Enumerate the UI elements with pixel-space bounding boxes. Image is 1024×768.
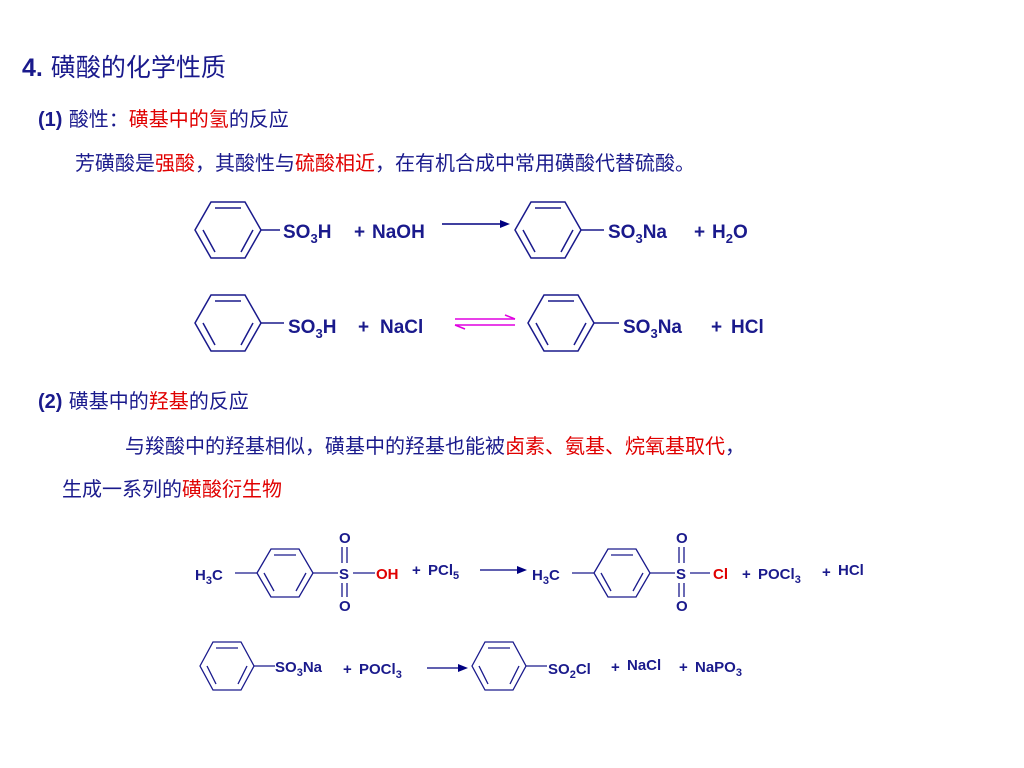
- sulfonyl-chloride: SO2Cl: [548, 661, 591, 681]
- p2-post: ，: [725, 434, 745, 458]
- sulfur: S: [676, 566, 686, 583]
- page-title: 4. 磺酸的化学性质: [22, 48, 226, 84]
- plus-sign: +: [343, 661, 352, 678]
- subsection-2-heading: (2) 磺基中的羟基的反应: [38, 385, 249, 414]
- section-number: 4.: [22, 54, 43, 82]
- plus-sign: +: [354, 222, 365, 243]
- p1-post: ，在有机合成中常用磺酸代替硫酸。: [375, 151, 695, 175]
- benzene-ring-icon: [527, 294, 619, 352]
- benzene-ring-icon: [199, 641, 275, 691]
- benzene-ring-icon: [194, 201, 280, 259]
- reaction-1: SO3H + NaOH SO3Na + H2O: [194, 201, 748, 259]
- hydroxyl-group: OH: [376, 566, 399, 583]
- reaction-4: SO3Na + POCl3 SO2Cl + NaCl + NaPO3: [199, 641, 742, 691]
- oxygen-top: O: [339, 530, 351, 547]
- reagent-naoh: NaOH: [372, 222, 425, 243]
- phosphorus-oxychloride: POCl3: [758, 566, 801, 586]
- phosphorus-pentachloride: PCl5: [428, 562, 459, 582]
- oxygen-bottom: O: [339, 598, 351, 615]
- benzene-ring-icon: [235, 548, 338, 598]
- plus-sign: +: [822, 564, 831, 581]
- subsection-2-red: 羟基: [148, 389, 189, 413]
- hydrogen-chloride: HCl: [838, 562, 864, 579]
- title-text: 磺酸的化学性质: [50, 53, 226, 82]
- plus-sign: +: [694, 222, 705, 243]
- sulfur: S: [339, 566, 349, 583]
- subsection-1-paragraph: 芳磺酸是强酸，其酸性与硫酸相近，在有机合成中常用磺酸代替硫酸。: [75, 147, 695, 176]
- double-bond-icon: [341, 547, 375, 597]
- reaction-arrow-icon: [427, 664, 468, 672]
- plus-sign: +: [742, 566, 751, 583]
- phosphorus-oxychloride: POCl3: [359, 661, 402, 681]
- subsection-1-heading: (1) 酸性：磺基中的氢的反应: [38, 103, 289, 132]
- subsection-2-paragraph-line-1: 与羧酸中的羟基相似，磺基中的羟基也能被卤素、氨基、烷氧基取代，: [125, 430, 745, 459]
- benzene-ring-icon: [572, 548, 675, 598]
- sodium-sulfonate: SO3Na: [608, 222, 667, 246]
- p1-pre: 芳磺酸是: [75, 151, 155, 175]
- chlorine: Cl: [713, 566, 728, 583]
- hydrogen-chloride: HCl: [731, 317, 764, 338]
- oxygen-bottom: O: [676, 598, 688, 615]
- water: H2O: [712, 222, 748, 246]
- subsection-1-post: 的反应: [228, 107, 289, 131]
- subsection-1-red: 磺基中的氢: [128, 107, 229, 131]
- reagent-nacl: NaCl: [380, 317, 423, 338]
- reaction-3: H3C O S O OH + PCl5 H3C O S O Cl + POCl3…: [195, 530, 864, 615]
- p1-red1: 强酸: [155, 151, 195, 175]
- reaction-arrow-icon: [442, 220, 510, 228]
- subsection-2-paragraph-line-2: 生成一系列的磺酸衍生物: [62, 473, 282, 502]
- methyl-group: H3C: [195, 567, 223, 587]
- sulfonic-acid-group: SO3H: [288, 317, 336, 341]
- sodium-sulfonate: SO3Na: [275, 659, 323, 679]
- subsection-1-label: (1): [38, 109, 63, 131]
- equilibrium-arrow-icon: [454, 314, 516, 330]
- subsection-2-pre: 磺基中的: [68, 389, 149, 413]
- sodium-chloride: NaCl: [627, 657, 661, 674]
- plus-sign: +: [711, 317, 722, 338]
- methyl-group: H3C: [532, 567, 560, 587]
- p3-red: 磺酸衍生物: [182, 477, 282, 501]
- subsection-1-pre: 酸性：: [68, 107, 129, 131]
- plus-sign: +: [412, 562, 421, 579]
- double-bond-icon: [678, 547, 710, 597]
- sulfonic-acid-group: SO3H: [283, 222, 331, 246]
- p2-pre: 与羧酸中的羟基相似，磺基中的羟基也能被: [125, 434, 505, 458]
- reaction-2: SO3H + NaCl SO3Na + HCl: [194, 294, 764, 352]
- sodium-metaphosphate: NaPO3: [695, 659, 742, 679]
- benzene-ring-icon: [471, 641, 547, 691]
- sodium-sulfonate: SO3Na: [623, 317, 682, 341]
- benzene-ring-icon: [514, 201, 604, 259]
- p1-mid: ，其酸性与: [195, 151, 295, 175]
- plus-sign: +: [358, 317, 369, 338]
- p2-red: 卤素、氨基、烷氧基取代: [505, 434, 725, 458]
- reaction-arrow-icon: [480, 566, 527, 574]
- plus-sign: +: [611, 659, 620, 676]
- subsection-2-label: (2): [38, 391, 63, 413]
- p1-red2: 硫酸相近: [295, 151, 375, 175]
- p3-pre: 生成一系列的: [62, 477, 182, 501]
- subsection-2-post: 的反应: [188, 389, 249, 413]
- benzene-ring-icon: [194, 294, 284, 352]
- oxygen-top: O: [676, 530, 688, 547]
- plus-sign: +: [679, 659, 688, 676]
